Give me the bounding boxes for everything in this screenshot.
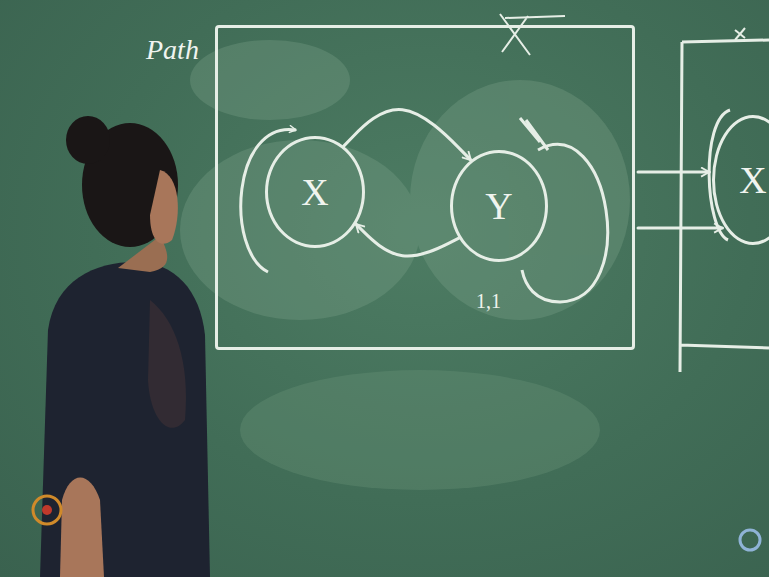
hair-bun xyxy=(66,116,110,164)
logo-ring xyxy=(33,496,61,524)
chalk-smudges xyxy=(180,40,630,490)
state-name: X xyxy=(301,170,328,214)
state-circle: Y xyxy=(450,150,548,262)
smudge xyxy=(410,80,630,320)
transition-arrow xyxy=(638,171,709,174)
smudge xyxy=(240,370,600,490)
lecturer-arm xyxy=(60,478,104,577)
lecturer-face xyxy=(150,170,178,244)
state-value: 1,1 xyxy=(476,290,501,313)
chalk-scribble xyxy=(500,14,565,55)
logo-dot xyxy=(42,505,52,515)
smudge xyxy=(190,40,350,120)
transition-arrow xyxy=(344,110,471,161)
self-loop xyxy=(241,129,296,272)
chalk-scribble xyxy=(735,28,745,40)
self-loop xyxy=(522,144,608,302)
chalk-tick xyxy=(520,118,548,150)
nptel-logo xyxy=(33,496,760,550)
transition-arrow xyxy=(638,227,722,230)
state-name: Y xyxy=(485,184,512,228)
logo-ring xyxy=(740,530,760,550)
lecturer xyxy=(40,116,210,577)
box-heading: Path xyxy=(146,34,199,66)
second-box-outline xyxy=(680,40,769,372)
state-box: PathXY xyxy=(215,25,635,350)
state-circle: X xyxy=(712,115,769,245)
shirt-print xyxy=(148,300,186,428)
state-circle: X xyxy=(265,136,365,248)
lecturer-shirt xyxy=(40,262,210,577)
transition-arrow xyxy=(356,224,459,256)
state-name: X xyxy=(739,158,766,202)
